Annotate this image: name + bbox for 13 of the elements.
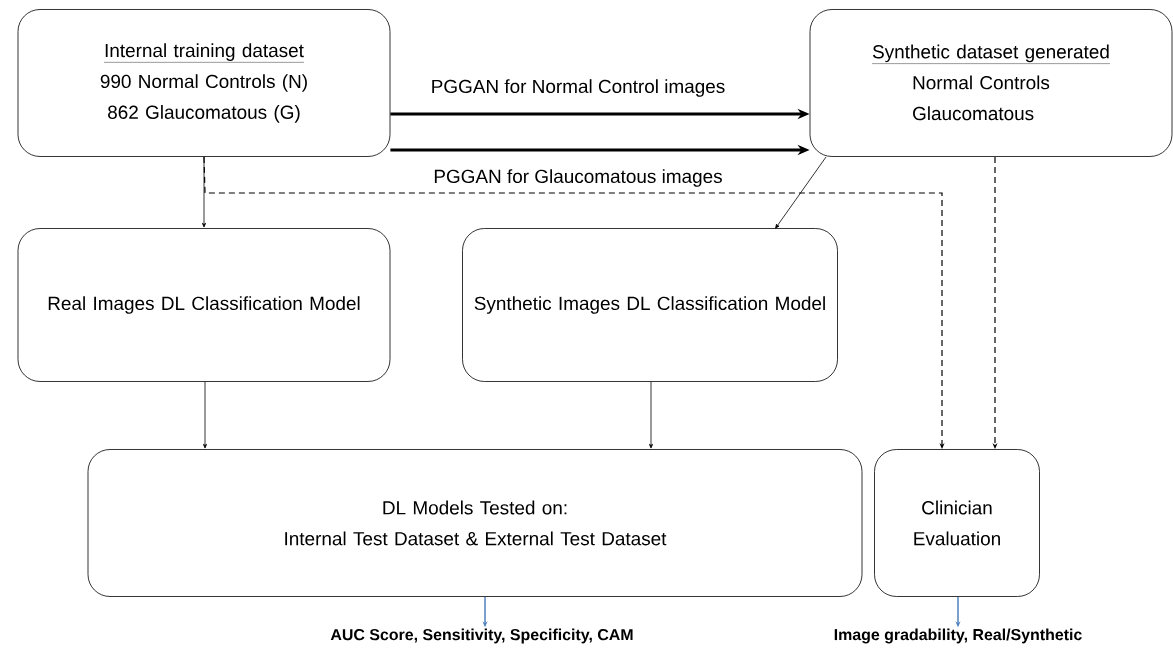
- process-box: Clinician Evaluation: [874, 449, 1040, 597]
- arrow: [649, 381, 653, 449]
- arrow: [775, 156, 827, 229]
- process-box: Internal training dataset 990 Normal Controls (N) 862 Glaucomatous (G): [17, 9, 391, 157]
- result-text: Image gradability, Real/Synthetic: [834, 628, 1082, 644]
- process-box: Synthetic dataset generated Normal Controls Glaucomatous: [809, 9, 1173, 157]
- process-box: DL Models Tested on: Internal Test Dataset & External Test Dataset: [87, 449, 863, 597]
- edge-label: PGGAN for Normal Control images: [429, 78, 727, 98]
- arrow: [203, 381, 207, 449]
- edge-label: PGGAN for Glaucomatous images: [432, 168, 724, 188]
- process-box: Real Images DL Classification Model: [17, 228, 391, 382]
- result-text: AUC Score, Sensitivity, Specificity, CAM: [330, 628, 633, 644]
- process-box: Synthetic Images DL Classification Model: [462, 228, 838, 382]
